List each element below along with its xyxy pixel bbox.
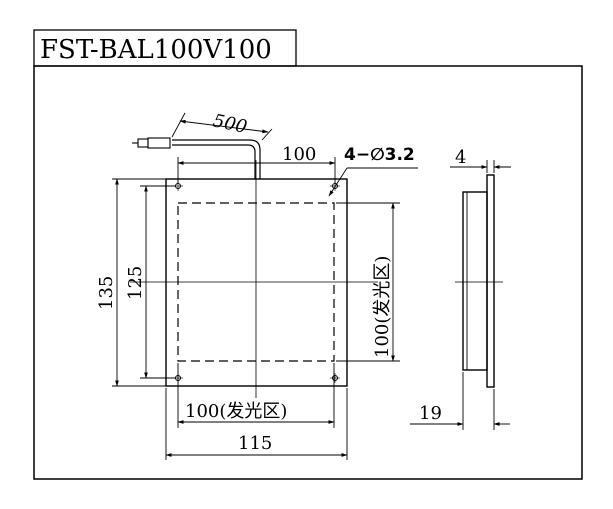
drawing-title: FST-BAL100V100 [40,35,272,65]
front-view [130,160,378,398]
dim-overall-height: 135 [96,276,117,310]
side-flange [486,174,495,388]
dim-mounting-span: 100 [282,144,316,165]
drawing-frame [33,65,583,480]
dim-depth: 19 [419,403,442,424]
cable [132,137,261,179]
dim-cable-length: 500 [211,110,249,138]
dim-overall-width: 115 [238,433,272,454]
dim-hole-pitch-vertical: 125 [125,266,146,300]
side-view [455,174,503,388]
dim-emitting-width: 100(发光区) [185,401,287,422]
dim-holes: 4−∅3.2 [344,145,415,165]
side-body [462,191,488,371]
plate-outline [165,178,348,387]
cable-connector [147,137,171,149]
dim-thickness: 4 [455,147,466,168]
dim-emitting-height: 100(发光区) [372,256,393,358]
